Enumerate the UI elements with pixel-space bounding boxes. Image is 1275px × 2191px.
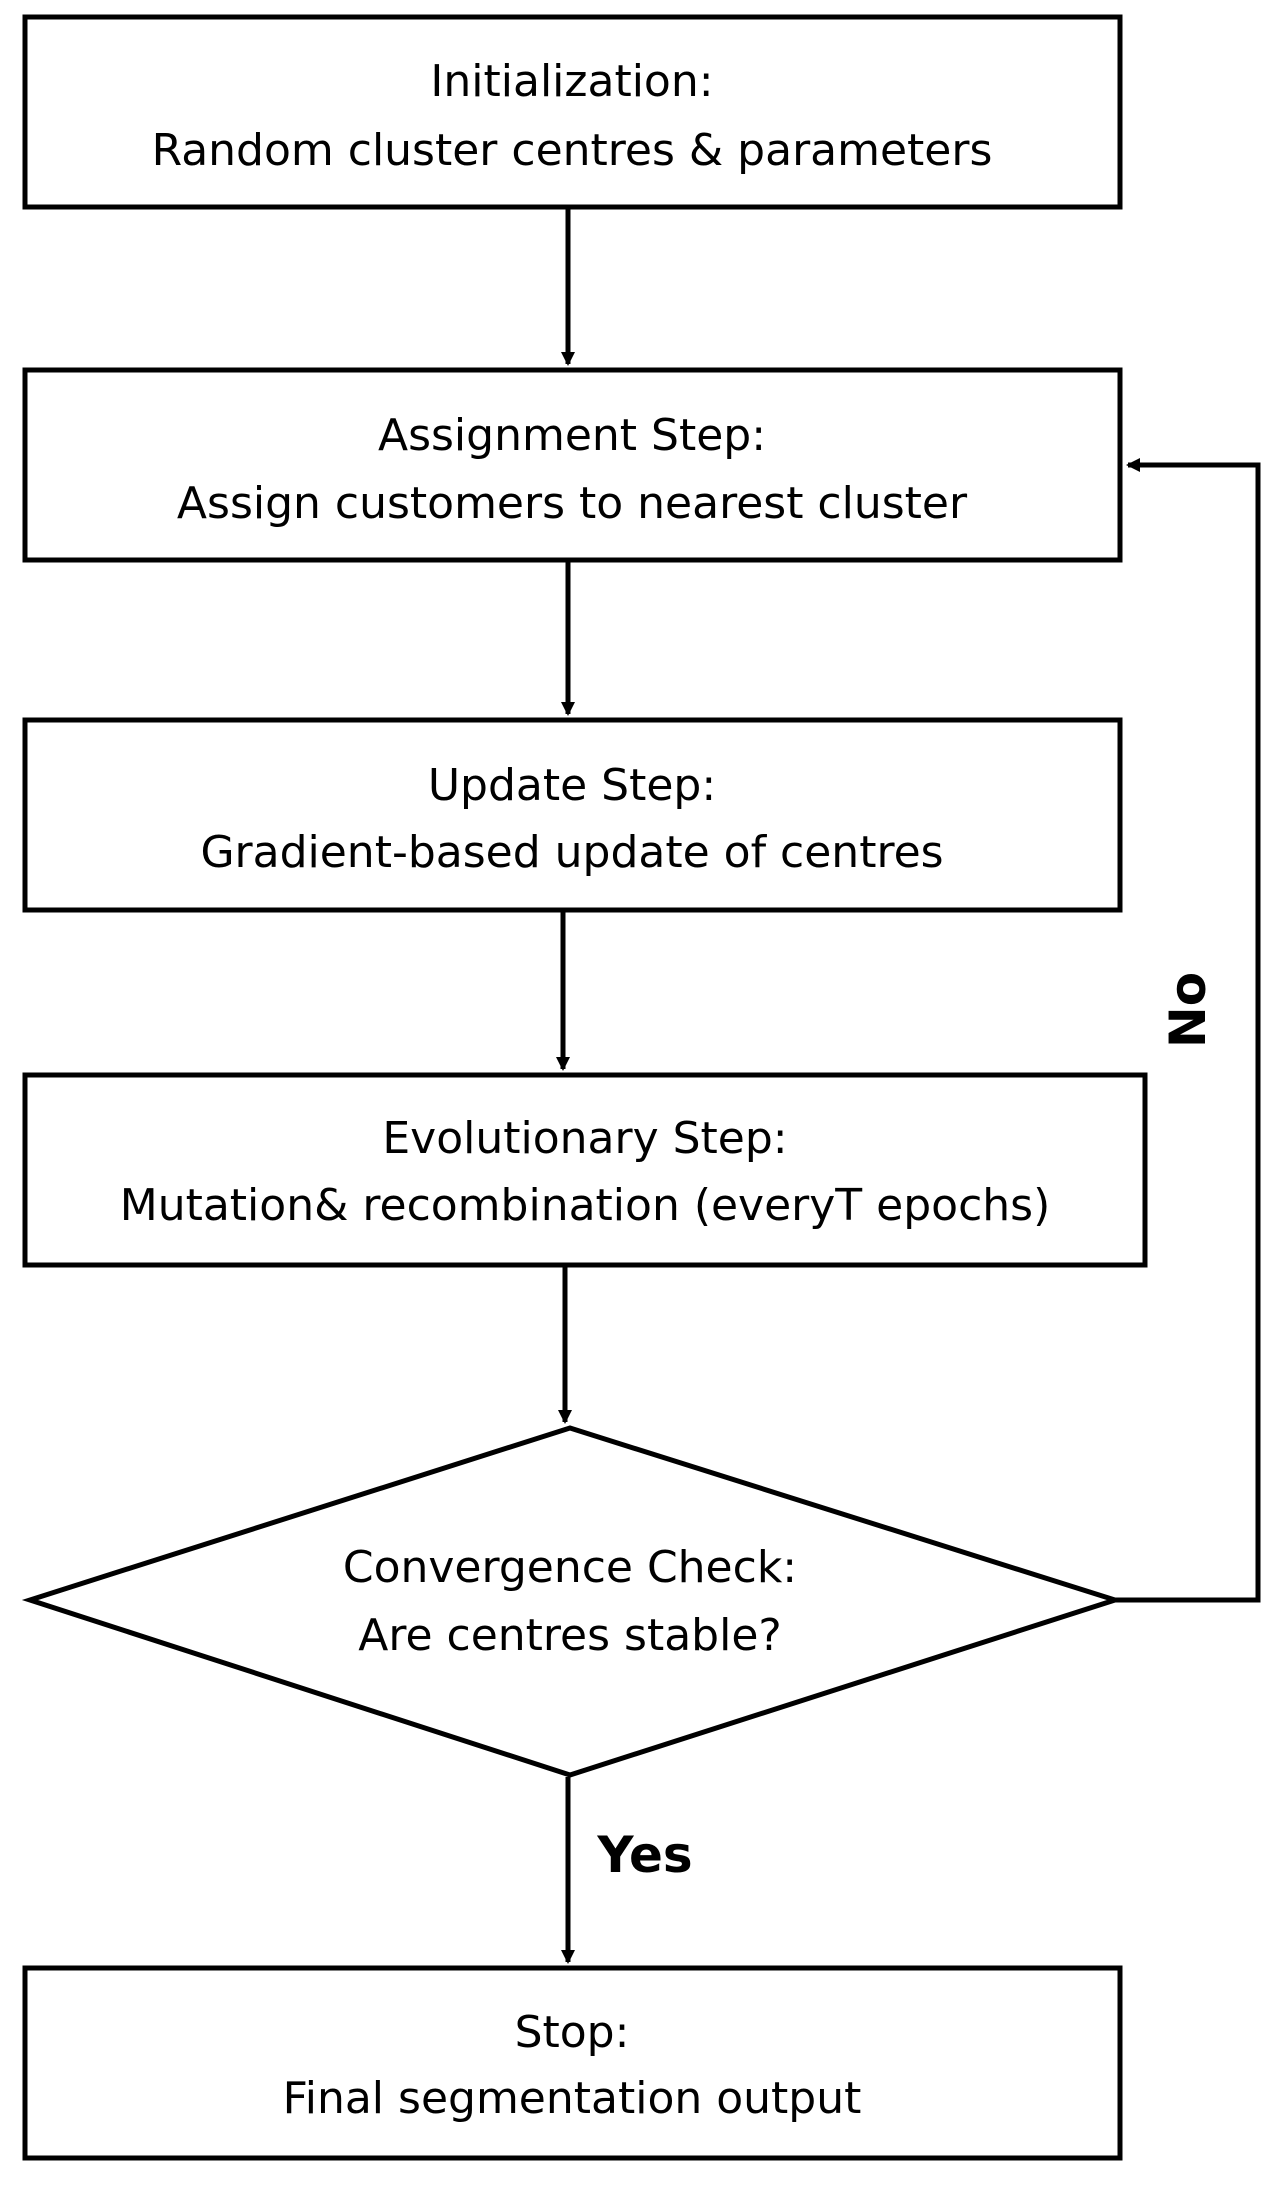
initialization-text: Random cluster centres & parameters [152, 125, 993, 176]
arrow-no-loop-to-assignment [1115, 458, 1261, 1603]
assignment-box [22, 367, 1123, 563]
assignment-node: Assignment Step: Assign customers to nea… [22, 367, 1123, 563]
evolutionary-text: Mutation& recombination (everyT epochs) [120, 1180, 1051, 1231]
evolutionary-node: Evolutionary Step: Mutation& recombinati… [22, 1072, 1148, 1268]
stop-box [22, 1965, 1123, 2161]
initialization-box [22, 14, 1123, 210]
initialization-title: Initialization: [430, 56, 713, 107]
assignment-title: Assignment Step: [378, 410, 766, 461]
evolutionary-title: Evolutionary Step: [382, 1113, 787, 1164]
update-node: Update Step: Gradient-based update of ce… [22, 717, 1123, 913]
no-label: No [1159, 972, 1217, 1048]
evolutionary-box [22, 1072, 1148, 1268]
initialization-node: Initialization: Random cluster centres &… [22, 14, 1123, 210]
assignment-text: Assign customers to nearest cluster [177, 478, 968, 529]
update-text: Gradient-based update of centres [200, 827, 943, 878]
stop-node: Stop: Final segmentation output [22, 1965, 1123, 2161]
yes-label: Yes [596, 1826, 692, 1884]
stop-text: Final segmentation output [283, 2073, 862, 2124]
convergence-text: Are centres stable? [358, 1610, 782, 1661]
update-box [22, 717, 1123, 913]
stop-title: Stop: [515, 2007, 630, 2058]
convergence-node: Convergence Check: Are centres stable? [21, 1425, 1124, 1778]
update-title: Update Step: [428, 760, 716, 811]
convergence-diamond [21, 1425, 1124, 1778]
convergence-title: Convergence Check: [343, 1542, 797, 1593]
